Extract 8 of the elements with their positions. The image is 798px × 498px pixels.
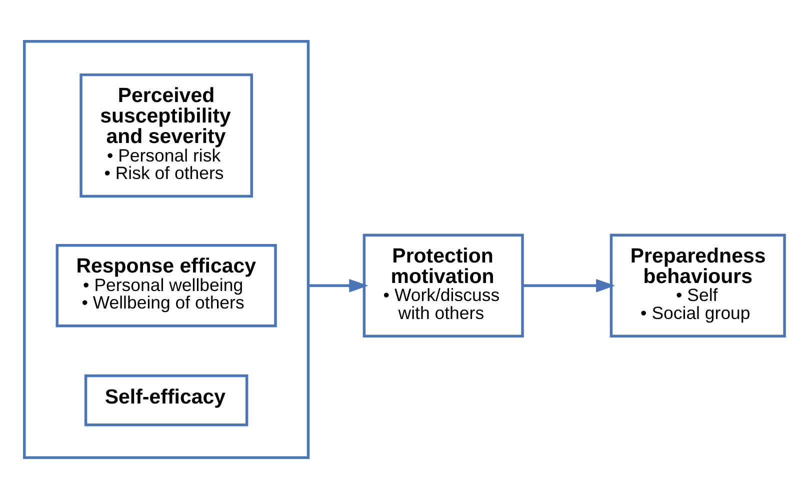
node-box: Perceived susceptibility and severity • Personal risk • Risk of others	[80, 72, 253, 198]
node-box: Response efficacy • Personal wellbeing • Wellbeing of others	[56, 244, 277, 327]
node-box: Protection motivation • Work/discuss with others	[362, 233, 524, 338]
arrow	[522, 278, 616, 292]
node-box: Self-efficacy	[84, 374, 248, 426]
cluster	[23, 40, 310, 458]
node-box: Preparedness behaviours • Self • Social group	[610, 233, 786, 338]
arrow	[308, 278, 368, 292]
